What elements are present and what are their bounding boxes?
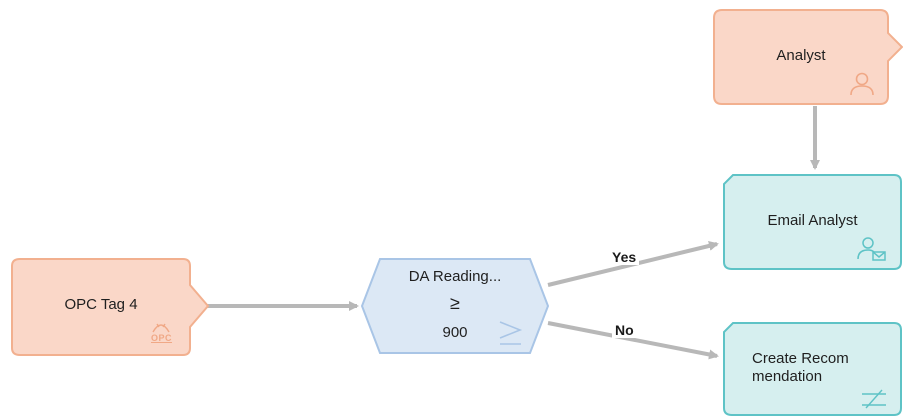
- opc-sensor-icon: [152, 323, 170, 333]
- email-analyst-node[interactable]: [723, 174, 902, 270]
- edge-yes-label: Yes: [609, 249, 640, 265]
- opc-icon-text: OPC: [151, 333, 173, 343]
- recommendation-icon: [862, 389, 886, 409]
- decision-node[interactable]: [360, 258, 550, 354]
- create-recommendation-node[interactable]: [723, 322, 902, 416]
- edge-decision-no: [547, 321, 719, 360]
- edge-no-label: No: [612, 322, 637, 338]
- greater-equal-icon: [499, 321, 523, 345]
- opc-tag-node[interactable]: [11, 258, 210, 356]
- user-mail-icon: [857, 237, 886, 261]
- analyst-node[interactable]: [713, 9, 903, 105]
- user-icon: [850, 72, 874, 96]
